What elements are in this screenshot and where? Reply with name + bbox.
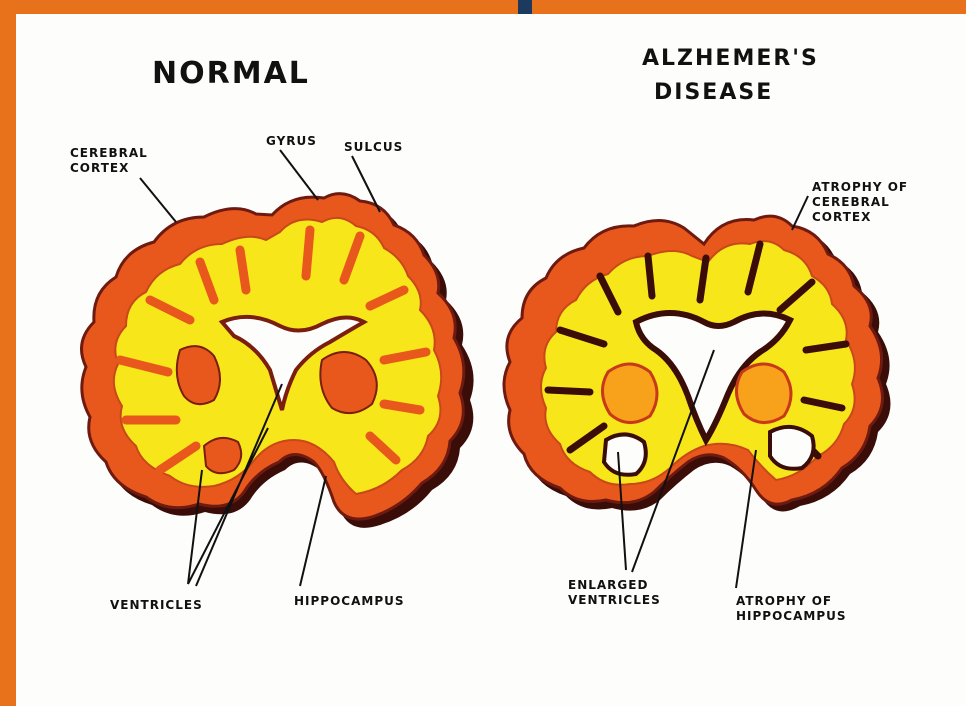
cerebral-cortex-pointer [140, 178, 176, 222]
hippocampus-pointer [300, 476, 326, 586]
sulcus-label: SULCUS [344, 140, 403, 155]
alz-basal-ganglia-right [736, 364, 791, 423]
atrophy-cortex-label: ATROPHY OF CEREBRAL CORTEX [812, 180, 922, 225]
gyrus-label: GYRUS [266, 134, 317, 149]
hippocampus-label: HIPPOCAMPUS [294, 594, 405, 609]
enlarged-ventricles-label: ENLARGED VENTRICLES [568, 578, 678, 608]
alz-basal-ganglia-left [602, 364, 657, 423]
alz-hippocampus-gap-right [770, 427, 814, 469]
atrophy-cortex-pointer [792, 196, 808, 230]
alzheimers-title-line1: ALZHEMER'S [642, 46, 819, 71]
gyrus-pointer [280, 150, 318, 200]
normal-hippocampus [204, 438, 241, 473]
cerebral-cortex-label: CEREBRAL CORTEX [70, 146, 170, 176]
ventricles-label: VENTRICLES [110, 598, 203, 613]
alzheimers-brain [504, 216, 891, 511]
atrophy-hippocampus-label: ATROPHY OF HIPPOCAMPUS [736, 594, 856, 624]
alzheimers-title-line2: DISEASE [654, 80, 773, 105]
alz-hippocampus-gap-left [604, 434, 646, 474]
normal-title: NORMAL [152, 56, 310, 91]
normal-brain [82, 194, 474, 528]
normal-basal-ganglia-left [177, 346, 220, 404]
